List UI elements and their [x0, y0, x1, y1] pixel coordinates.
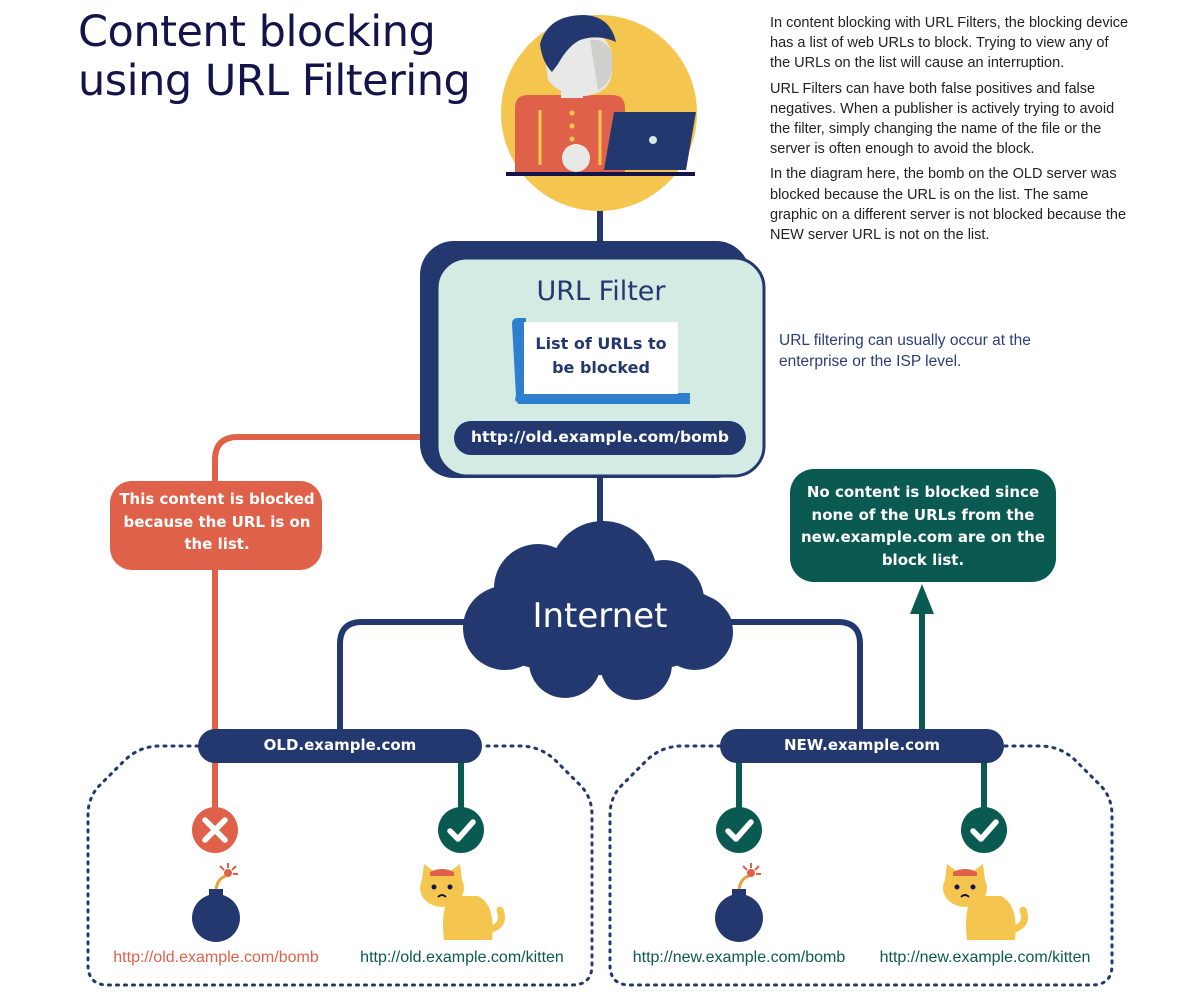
old-bomb-url-link[interactable]: http://old.example.com/bomb — [113, 949, 319, 966]
user-at-laptop-icon — [501, 15, 697, 211]
not-blocked-callout-text: No content is blocked since none of the … — [801, 483, 1045, 569]
new-bomb-url-link[interactable]: http://new.example.com/bomb — [632, 949, 846, 966]
description-paragraph: URL Filters can have both false positive… — [770, 80, 1115, 158]
blocked-callout-box — [110, 481, 322, 570]
description-paragraph: In the diagram here, the bomb on the OLD… — [770, 166, 1127, 244]
allowed-check-icon — [438, 807, 484, 853]
url-list-label: List of URLs to be blocked — [535, 334, 667, 377]
old-server-label: OLD.example.com — [263, 736, 417, 754]
description-paragraph: In content blocking with URL Filters, th… — [770, 15, 1129, 72]
internet-label: Internet — [532, 596, 668, 636]
blocked-url-pill — [454, 421, 746, 455]
description-text: In content blocking with URL Filters, th… — [770, 13, 1130, 250]
kitten-icon — [420, 864, 505, 940]
allowed-check-icon — [716, 807, 762, 853]
old-kitten-url-link[interactable]: http://old.example.com/kitten — [360, 949, 564, 966]
blocked-path-line — [212, 434, 425, 733]
bomb-icon — [192, 863, 240, 942]
allowed-path-arrowhead — [910, 584, 934, 614]
old-server-enclosure — [86, 744, 594, 987]
new-server-label: NEW.example.com — [784, 736, 940, 754]
new-server-enclosure — [608, 744, 1114, 987]
old-server-pill — [198, 729, 482, 763]
new-server-pill — [720, 729, 1004, 763]
page-title: Content blocking using URL Filtering — [78, 7, 471, 106]
new-kitten-url-link[interactable]: http://new.example.com/kitten — [879, 949, 1091, 966]
bomb-icon — [715, 863, 763, 942]
allowed-check-icon — [961, 807, 1007, 853]
internet-old-connector — [337, 619, 470, 730]
url-filter-title: URL Filter — [536, 276, 666, 307]
url-list-scroll-icon — [512, 318, 690, 404]
filter-level-note: URL filtering can usually occur at the e… — [779, 332, 1031, 370]
kitten-icon — [943, 864, 1028, 940]
internet-new-connector — [730, 619, 863, 730]
blocked-url-text: http://old.example.com/bomb — [471, 428, 729, 446]
not-blocked-callout-box — [790, 469, 1056, 582]
blocked-x-icon — [192, 807, 238, 853]
blocked-callout-text: This content is blocked because the URL … — [119, 490, 315, 553]
internet-cloud — [463, 521, 733, 700]
